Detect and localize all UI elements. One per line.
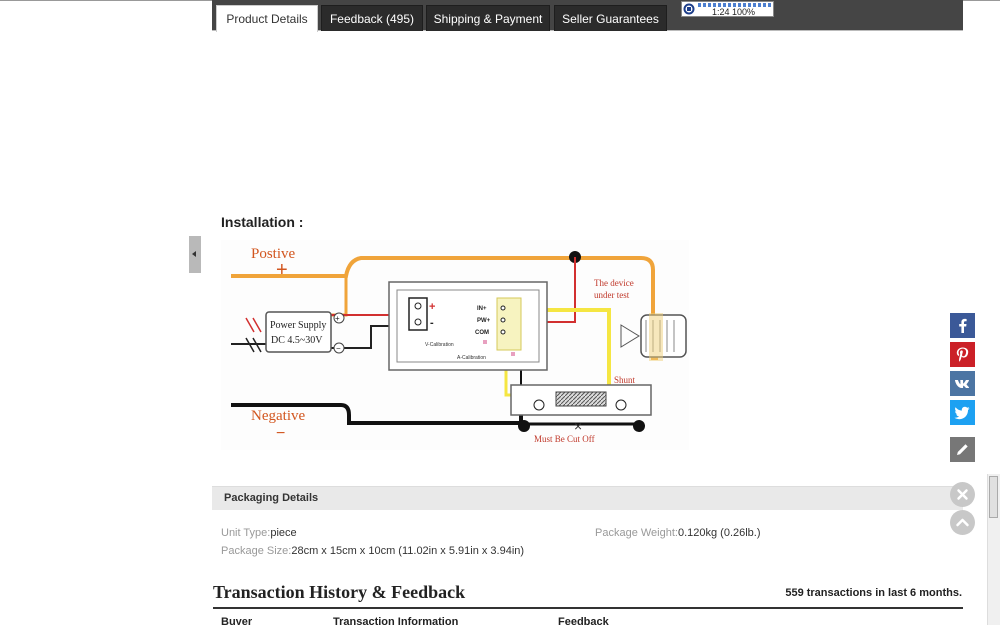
packaging-details-header: Packaging Details [212,486,963,510]
packaging-details-title: Packaging Details [224,492,319,504]
unit-type-row: Unit Type:piece [221,527,297,539]
voltage-label: DC 4.5~30V [271,335,323,346]
v-calibration-label: V-Calibration [425,342,454,348]
package-size-value: 28cm x 15cm x 10cm (11.02in x 5.91in x 3… [291,545,525,557]
column-header-buyer: Buyer [221,616,253,625]
cut-off-label: Must Be Cut Off [534,434,595,444]
scroll-to-top-button[interactable] [950,510,975,535]
transaction-count: 559 transactions in last 6 months. [785,587,962,599]
tab-product-details[interactable]: Product Details [216,5,318,32]
facebook-icon [950,313,975,338]
svg-text:−: − [336,344,341,353]
pinterest-icon [950,342,975,367]
twitter-icon [950,400,975,425]
device-label-1: The device [594,278,634,288]
svg-text:-: - [430,317,434,329]
edit-icon [950,437,975,462]
minus-symbol: − [276,425,285,442]
widget-logo-icon [683,3,696,15]
pin-com-label: COM [475,330,489,336]
unit-type-key: Unit Type: [221,527,271,539]
share-pinterest-button[interactable] [950,342,975,367]
collapse-sidebar-button[interactable] [189,236,201,273]
widget-progress-bar [698,3,772,7]
package-size-key: Package Size: [221,545,292,557]
motor-icon [620,313,687,361]
svg-text:+: + [429,301,435,313]
zoom-status-widget[interactable]: 1:24 100% [681,1,774,17]
share-edit-button[interactable] [950,437,975,462]
close-icon [957,489,968,500]
column-header-transaction-info: Transaction Information [333,616,459,625]
device-label-2: under test [594,290,630,300]
package-weight-value: 0.120kg (0.26lb.) [677,527,761,539]
pin-pw-label: PW+ [477,318,491,324]
share-facebook-button[interactable] [950,313,975,338]
product-tab-bar: Product Details Feedback (495) Shipping … [212,0,963,32]
cross-mark-icon: × [574,418,582,434]
column-header-feedback: Feedback [558,616,609,625]
vk-icon [950,371,975,396]
tab-shipping-payment[interactable]: Shipping & Payment [426,5,550,31]
svg-text:+: + [335,314,340,323]
negative-label: Negative [251,408,305,424]
package-size-row: Package Size:28cm x 15cm x 10cm (11.02in… [221,545,524,557]
chevron-up-icon [956,518,969,527]
plus-symbol: + [276,259,288,281]
package-weight-key: Package Weight: [595,527,678,539]
scrollbar-thumb[interactable] [989,476,998,518]
transaction-divider [213,607,963,609]
installation-title: Installation : [221,214,304,230]
tab-seller-guarantees[interactable]: Seller Guarantees [554,5,667,31]
shunt-label: Shunt [614,375,636,385]
package-weight-row: Package Weight:0.120kg (0.26lb.) [595,527,761,539]
close-share-button[interactable] [950,482,975,507]
share-vk-button[interactable] [950,371,975,396]
share-twitter-button[interactable] [950,400,975,425]
power-supply-label: Power Supply [270,320,326,331]
positive-label: Postive [251,246,296,262]
pin-in-label: IN+ [477,306,487,312]
a-calibration-label: A-Calibration [457,355,486,361]
tab-feedback[interactable]: Feedback (495) [321,5,423,31]
installation-wiring-diagram: Power Supply DC 4.5~30V + − Postive + Ne… [221,240,689,450]
transaction-history-title: Transaction History & Feedback [213,582,466,602]
unit-type-value: piece [270,527,297,539]
widget-zoom-text: 1:24 100% [712,7,756,17]
arrow-left-icon [192,251,196,257]
